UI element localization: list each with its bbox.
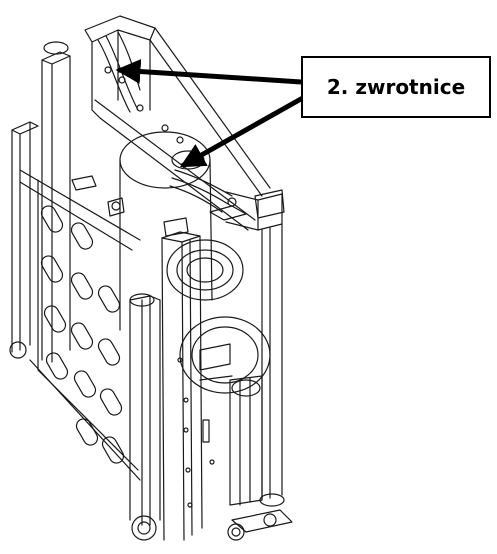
- front-center-post: [161, 231, 233, 541]
- callout-box: 2. zwrotnice: [301, 56, 491, 118]
- drawing-lines: [9, 15, 293, 541]
- front-folding-panel: [9, 121, 161, 541]
- arrow-upper: [115, 58, 302, 85]
- right-back-post: [209, 191, 285, 507]
- pointer-arrows: [115, 58, 310, 169]
- upper-bracket: [84, 15, 271, 231]
- panel-slots: [40, 205, 125, 464]
- callout-label: 2. zwrotnice: [326, 75, 466, 99]
- back-left-post: [41, 41, 71, 363]
- lower-right-assembly: [227, 375, 293, 541]
- hinge-brackets: [71, 175, 285, 237]
- wheel-drum: [119, 131, 271, 394]
- arrow-lower: [179, 92, 310, 169]
